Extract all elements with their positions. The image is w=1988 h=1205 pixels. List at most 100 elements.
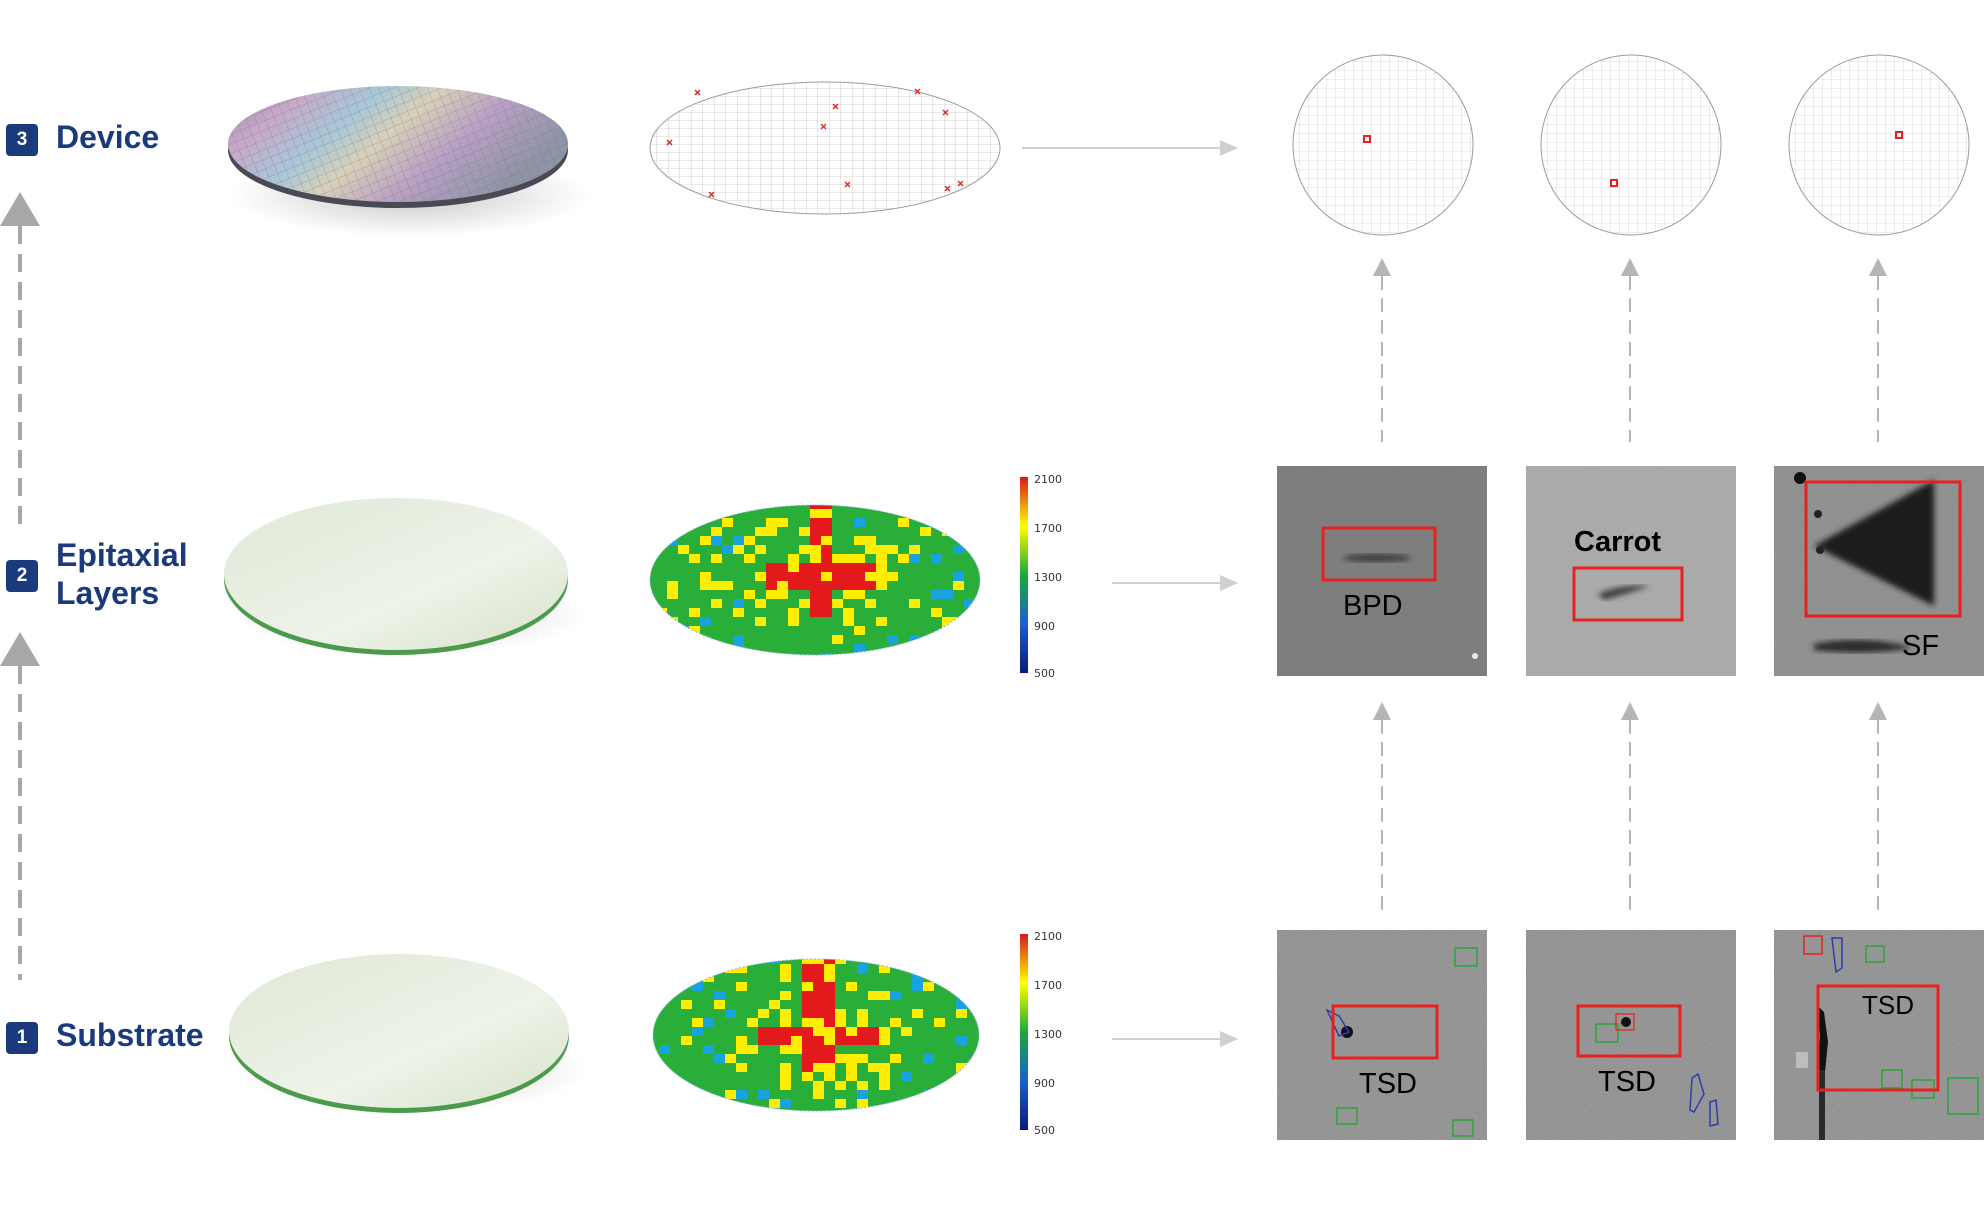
- heatmap-cell: [692, 1027, 703, 1036]
- heatmap-cell: [700, 581, 711, 590]
- heatmap-cell: [799, 608, 810, 617]
- heatmap-cell: [667, 527, 678, 536]
- heatmap-cell: [978, 1108, 979, 1111]
- heatmap-cell: [791, 1018, 802, 1027]
- heatmap-cell: [934, 973, 945, 982]
- heatmap-cell: [689, 644, 700, 653]
- heatmap-cell: [964, 590, 975, 599]
- heatmap-cell: [813, 1063, 824, 1072]
- heatmap-cell: [650, 599, 656, 608]
- heatmap-cell: [744, 599, 755, 608]
- heatmap-cell: [835, 1000, 846, 1009]
- heatmap-cell: [747, 1099, 758, 1108]
- heatmap-cell: [788, 536, 799, 545]
- heatmap-cell: [799, 563, 810, 572]
- heatmap-cell: [714, 1054, 725, 1063]
- heatmap-cell: [667, 563, 678, 572]
- heatmap-cell: [931, 554, 942, 563]
- heatmap-cell: [945, 1045, 956, 1054]
- heatmap-cell: [725, 1027, 736, 1036]
- heatmap-cell: [821, 572, 832, 581]
- heatmap-cell: [667, 599, 678, 608]
- heatmap-cell: [714, 959, 725, 964]
- heatmap-cell: [791, 1090, 802, 1099]
- heatmap-cell: [857, 1090, 868, 1099]
- heatmap-cell: [678, 617, 689, 626]
- heatmap-cell: [975, 599, 980, 608]
- heatmap-cell: [934, 1027, 945, 1036]
- heatmap-cell: [802, 1081, 813, 1090]
- heatmap-cell: [953, 626, 964, 635]
- heatmap-cell: [964, 599, 975, 608]
- heatmap-cell: [725, 1018, 736, 1027]
- heatmap-cell: [722, 518, 733, 527]
- heatmap-cell: [832, 608, 843, 617]
- heatmap-cell: [703, 1081, 714, 1090]
- heatmap-cell: [857, 964, 868, 973]
- heatmap-cell: [802, 973, 813, 982]
- heatmap-cell: [868, 1081, 879, 1090]
- heatmap-cell: [791, 964, 802, 973]
- heatmap-cell: [909, 527, 920, 536]
- heatmap-cell: [689, 509, 700, 518]
- heatmap-cell: [733, 617, 744, 626]
- heatmap-cell: [909, 518, 920, 527]
- heatmap-cell: [876, 581, 887, 590]
- heatmap-cell: [909, 554, 920, 563]
- heatmap-cell: [678, 608, 689, 617]
- heatmap-cell: [879, 1072, 890, 1081]
- heatmap-cell: [714, 982, 725, 991]
- heatmap-cell: [678, 505, 689, 509]
- heatmap-cell: [755, 635, 766, 644]
- heatmap-cell: [909, 581, 920, 590]
- heatmap-cell: [670, 1036, 681, 1045]
- heatmap-cell: [722, 505, 733, 509]
- heatmap-cell: [942, 599, 953, 608]
- heatmap-cell: [865, 599, 876, 608]
- heatmap-cell: [788, 644, 799, 653]
- heatmap-cell: [843, 635, 854, 644]
- heatmap-cell: [978, 1000, 979, 1009]
- heatmap-cell: [670, 991, 681, 1000]
- heatmap-cell: [656, 518, 667, 527]
- heatmap-cell: [912, 1099, 923, 1108]
- heatmap-cell: [879, 982, 890, 991]
- heatmap-cell: [650, 527, 656, 536]
- heatmap-cell: [747, 1108, 758, 1111]
- heatmap-cell: [714, 1036, 725, 1045]
- heatmap-cell: [733, 518, 744, 527]
- heatmap-cell: [769, 1027, 780, 1036]
- heatmap-cell: [788, 509, 799, 518]
- heatmap-cell: [887, 518, 898, 527]
- heatmap-cell: [898, 527, 909, 536]
- heatmap-cell: [846, 1081, 857, 1090]
- heatmap-cell: [670, 1108, 681, 1111]
- heatmap-cell: [758, 1027, 769, 1036]
- heatmap-cell: [810, 505, 821, 509]
- heatmap-cell: [912, 1027, 923, 1036]
- heatmap-cell: [898, 572, 909, 581]
- heatmap-cell: [868, 1027, 879, 1036]
- stage-number-badge: 1: [6, 1022, 38, 1054]
- heatmap-cell: [758, 1036, 769, 1045]
- heatmap-cell: [901, 1063, 912, 1072]
- heatmap-cell: [824, 1054, 835, 1063]
- heatmap-cell: [843, 505, 854, 509]
- heatmap-cell: [777, 608, 788, 617]
- heatmap-cell: [667, 572, 678, 581]
- heatmap-cell: [733, 505, 744, 509]
- heatmap-cell: [953, 581, 964, 590]
- heatmap-cell: [810, 653, 821, 655]
- heatmap-cell: [736, 1054, 747, 1063]
- heatmap-cell: [791, 959, 802, 964]
- heatmap-cell: [876, 590, 887, 599]
- heatmap-cell: [791, 1045, 802, 1054]
- heatmap-cell: [802, 991, 813, 1000]
- heatmap-cell: [865, 545, 876, 554]
- heatmap-cell: [810, 608, 821, 617]
- heatmap-cell: [747, 1081, 758, 1090]
- heatmap-cell: [689, 527, 700, 536]
- column-arrows: [1373, 258, 1887, 910]
- heatmap-cell: [931, 536, 942, 545]
- heatmap-cell: [678, 572, 689, 581]
